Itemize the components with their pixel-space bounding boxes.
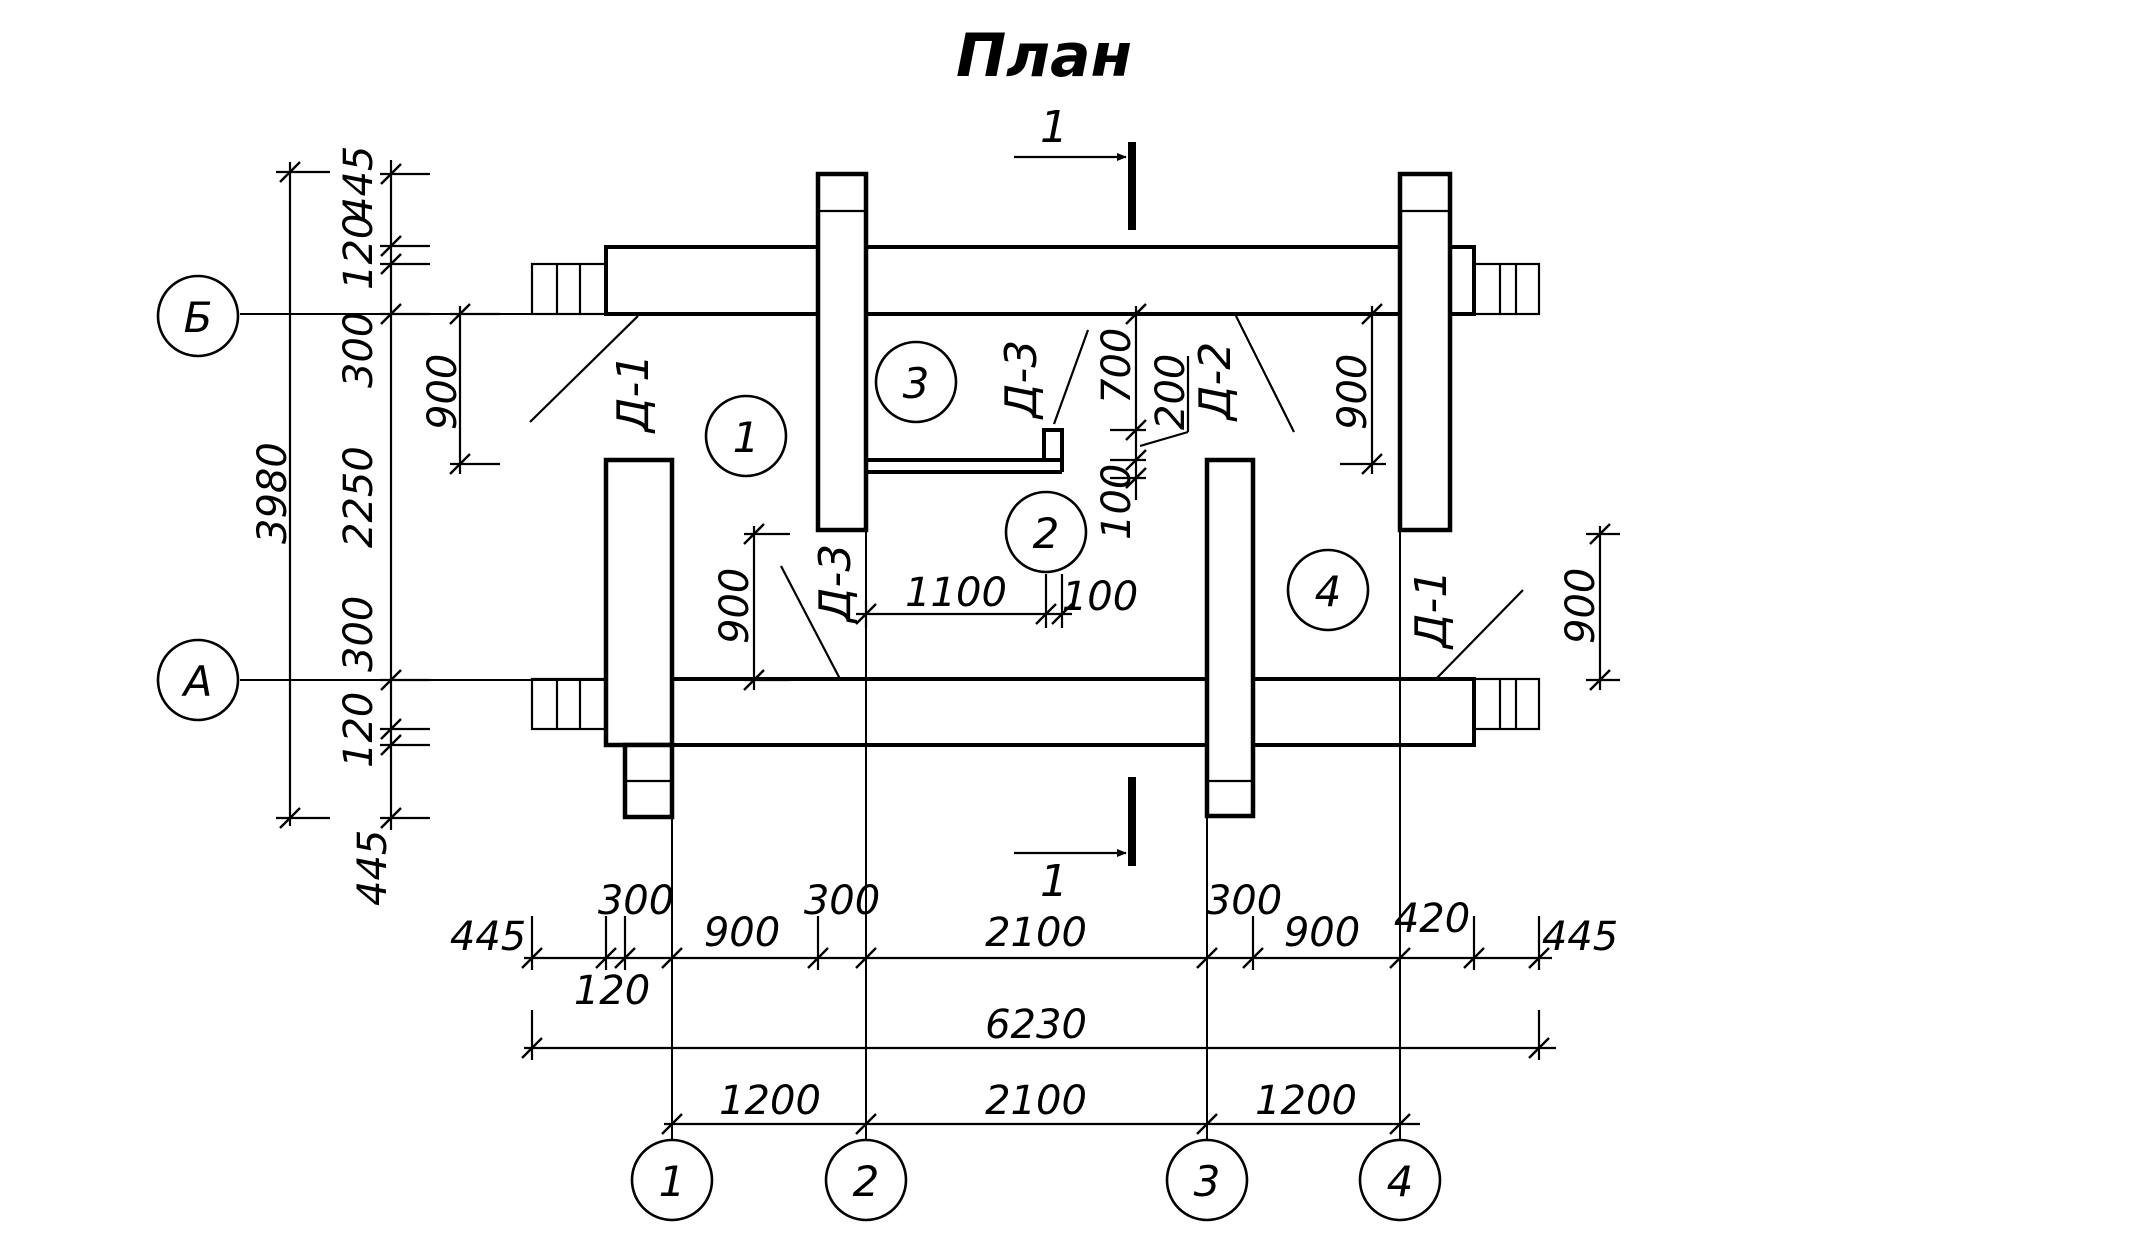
log-end-bottom-right (1472, 677, 1541, 731)
dim-6230: 6230 (985, 1002, 1087, 1048)
door-swing-d2 (1235, 315, 1295, 433)
partition-axis-3 (1204, 457, 1256, 819)
room-1-circle (704, 394, 788, 478)
dim-445-bottom: 445 (350, 830, 396, 906)
door-label-d1-bottom: Д-1 (1406, 570, 1457, 650)
dim-420: 420 (1394, 896, 1470, 942)
axis-label-b: Б (184, 293, 213, 342)
axis-bubble-a (156, 638, 240, 722)
section-mark-top: 1 (1040, 102, 1068, 153)
door-swing-d1-bottom (1435, 589, 1524, 680)
log-end-top-right (1472, 262, 1541, 316)
axis-bubble-b (156, 274, 240, 358)
dims-left: 3980 445 120 300 2250 300 120 445 (250, 146, 430, 906)
dim-2100-b: 2100 (985, 1078, 1087, 1124)
partition-axis-1 (603, 457, 675, 748)
dims-inner: 900 900 700 200 100 900 (420, 303, 1620, 691)
plan-title: План (956, 21, 1132, 91)
dim-700: 700 (1094, 328, 1140, 404)
section-marks: 1 1 (1014, 102, 1136, 907)
door-label-d3-bottom: Д-3 (810, 544, 861, 624)
room-4-circle (1286, 548, 1370, 632)
room-1-number: 1 (733, 413, 760, 462)
dim-120-top: 120 (336, 214, 382, 290)
axis-bubble-2 (824, 1138, 908, 1222)
dim-900-right-far: 900 (1558, 568, 1604, 644)
wall-top (604, 245, 1476, 316)
dim-1100: 1100 (905, 570, 1007, 616)
dim-2250: 2250 (336, 446, 382, 548)
dim-2100-a: 2100 (985, 910, 1087, 956)
dim-445-left: 445 (450, 914, 526, 960)
log-end-bottom-left (530, 677, 608, 731)
door-label-d2: Д-2 (1190, 342, 1241, 422)
dim-900-b: 900 (1284, 910, 1360, 956)
door-label-d1-top: Д-1 (608, 354, 659, 434)
dim-1200-b: 1200 (1255, 1078, 1357, 1124)
door-swing-d1-top (529, 315, 639, 423)
door-label-d3-top: Д-3 (996, 340, 1047, 420)
dim-300-b: 300 (804, 878, 880, 924)
dim-300-top: 300 (336, 312, 382, 388)
dim-445-right: 445 (1542, 914, 1618, 960)
dim-1200-a: 1200 (719, 1078, 821, 1124)
partition-axis-4 (1397, 171, 1453, 533)
axis-bubble-3 (1165, 1138, 1249, 1222)
doors: Д-1 Д-1 Д-2 Д-3 Д-3 (529, 315, 1524, 680)
axis-bubble-1 (630, 1138, 714, 1222)
axis-label-3: 3 (1194, 1157, 1221, 1206)
log-end-top-left (530, 262, 608, 316)
room-3-number: 3 (903, 359, 930, 408)
axis-label-2: 2 (853, 1157, 880, 1206)
dim-900-left-bottom: 900 (712, 568, 758, 644)
dim-100-horiz: 100 (1062, 574, 1138, 620)
dim-100-vert: 100 (1094, 464, 1140, 540)
dim-900-a: 900 (704, 910, 780, 956)
dim-200: 200 (1148, 354, 1194, 430)
partition-axis-2 (815, 171, 869, 533)
partition-room-3 (866, 428, 1064, 462)
dim-445-top: 445 (336, 146, 382, 222)
dim-900-right-top: 900 (1330, 354, 1376, 430)
walls (530, 171, 1541, 820)
door-swing-d3-bottom (780, 565, 841, 680)
wall-bottom (604, 677, 1476, 747)
axis-label-1: 1 (659, 1157, 686, 1206)
room-numbers: 1 2 3 4 (704, 340, 1370, 632)
dim-900-left-top: 900 (420, 354, 466, 430)
section-mark-bottom: 1 (1040, 856, 1068, 907)
dim-120-bottom-row: 120 (574, 968, 650, 1014)
dim-300-a: 300 (598, 878, 674, 924)
dim-3980: 3980 (250, 442, 296, 544)
dim-300-bottom: 300 (336, 596, 382, 672)
door-swing-d3-top (1052, 329, 1090, 425)
axis-label-4: 4 (1387, 1157, 1414, 1206)
axes: Б А 1 2 3 4 (156, 274, 1442, 1222)
room-2-circle (1004, 490, 1088, 574)
room-4-number: 4 (1315, 567, 1342, 616)
axis-label-a: А (181, 657, 213, 706)
room-2-number: 2 (1033, 509, 1060, 558)
axis-bubble-4 (1358, 1138, 1442, 1222)
dim-120-bottom: 120 (336, 692, 382, 768)
room-3-circle (874, 340, 958, 424)
dim-300-c: 300 (1206, 878, 1282, 924)
dims-bottom: 445 300 900 300 2100 300 900 420 445 120… (450, 878, 1618, 1135)
